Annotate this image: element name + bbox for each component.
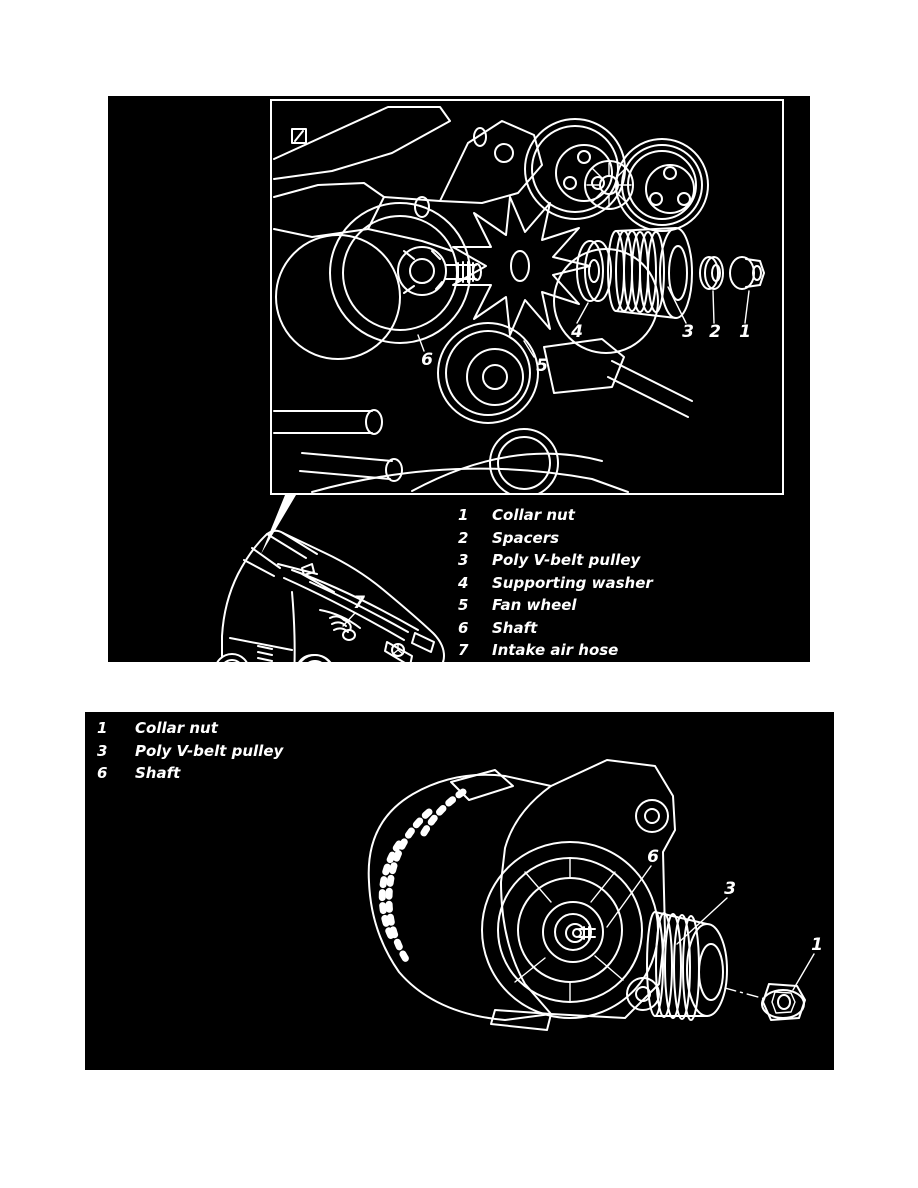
callout-numbers: 1 2 3 4 5 6 bbox=[421, 322, 751, 376]
poly-v-belt-pulley-art bbox=[646, 911, 728, 1021]
legend-number: 1 bbox=[97, 719, 108, 737]
legend-label: Collar nut bbox=[135, 719, 218, 737]
callout-7: 7 bbox=[353, 593, 365, 613]
legend-label: Shaft bbox=[135, 764, 181, 782]
callout-5: 5 bbox=[536, 356, 548, 376]
legend-number: 4 bbox=[458, 573, 469, 592]
alternator-illustration: 6 3 1 bbox=[367, 759, 823, 1031]
legend-number: 5 bbox=[458, 596, 469, 614]
callout-leader-lines bbox=[606, 865, 815, 1001]
callout-6: 6 bbox=[647, 847, 659, 867]
bottom-parts-legend: 1 Collar nut 3 Poly V-belt pulley 6 Shaf… bbox=[97, 717, 417, 785]
callout-2: 2 bbox=[709, 322, 721, 342]
legend-item: 3 Poly V-belt pulley bbox=[97, 740, 417, 763]
legend-item: 6 Shaft bbox=[97, 762, 417, 785]
legend-item: 1 Collar nut bbox=[97, 717, 417, 740]
legend-label: Intake air hose bbox=[492, 641, 619, 659]
legend-number: 3 bbox=[97, 741, 108, 760]
detail-pointer-wedge bbox=[261, 495, 296, 554]
engine-block-art bbox=[273, 106, 629, 493]
legend-label: Collar nut bbox=[492, 506, 575, 524]
alternator-face-art bbox=[481, 841, 659, 1019]
callout-3: 3 bbox=[682, 322, 694, 342]
callout-6: 6 bbox=[421, 350, 433, 370]
callout-4: 4 bbox=[570, 322, 583, 342]
callout-1: 1 bbox=[811, 935, 823, 955]
car-locator-illustration: 7 bbox=[216, 495, 445, 662]
car-illustration: 7 bbox=[216, 529, 445, 662]
legend-number: 3 bbox=[458, 551, 469, 569]
legend-label: Poly V-belt pulley bbox=[135, 741, 284, 760]
legend-item: 4 Supporting washer bbox=[458, 572, 778, 595]
legend-number: 2 bbox=[458, 528, 469, 547]
legend-item: 7 Intake air hose bbox=[458, 639, 778, 662]
engine-exploded-view-illustration: 1 2 3 4 5 6 bbox=[273, 106, 765, 493]
legend-label: Fan wheel bbox=[492, 596, 577, 614]
exploded-view-frame: 1 2 3 4 5 6 bbox=[270, 99, 784, 495]
legend-item: 6 Shaft bbox=[458, 617, 778, 640]
callout-1: 1 bbox=[739, 322, 751, 342]
alternator-body-art bbox=[367, 759, 676, 1031]
legend-label: Supporting washer bbox=[492, 573, 653, 592]
legend-number: 6 bbox=[97, 764, 108, 782]
legend-item: 3 Poly V-belt pulley bbox=[458, 549, 778, 572]
alternator-and-drive-art bbox=[275, 118, 709, 493]
legend-item: 1 Collar nut bbox=[458, 504, 778, 527]
legend-item: 2 Spacers bbox=[458, 527, 778, 550]
legend-label: Poly V-belt pulley bbox=[492, 551, 641, 569]
bottom-figure-panel: 1 Collar nut 3 Poly V-belt pulley 6 Shaf… bbox=[85, 712, 834, 1070]
legend-label: Shaft bbox=[492, 618, 538, 637]
legend-number: 7 bbox=[458, 641, 469, 659]
callout-3: 3 bbox=[724, 879, 736, 899]
top-parts-legend: 1 Collar nut 2 Spacers 3 Poly V-belt pul… bbox=[458, 504, 778, 662]
collar-nut-art bbox=[761, 983, 806, 1021]
top-figure-panel: 7 bbox=[108, 96, 810, 662]
callout-numbers: 6 3 1 bbox=[647, 847, 823, 955]
callout-leader-lines bbox=[417, 286, 750, 358]
legend-number: 1 bbox=[458, 506, 469, 524]
fan-wheel-art bbox=[452, 196, 591, 336]
legend-label: Spacers bbox=[492, 528, 560, 547]
legend-item: 5 Fan wheel bbox=[458, 594, 778, 617]
exploded-parts-art bbox=[576, 227, 765, 319]
legend-number: 6 bbox=[458, 618, 469, 637]
